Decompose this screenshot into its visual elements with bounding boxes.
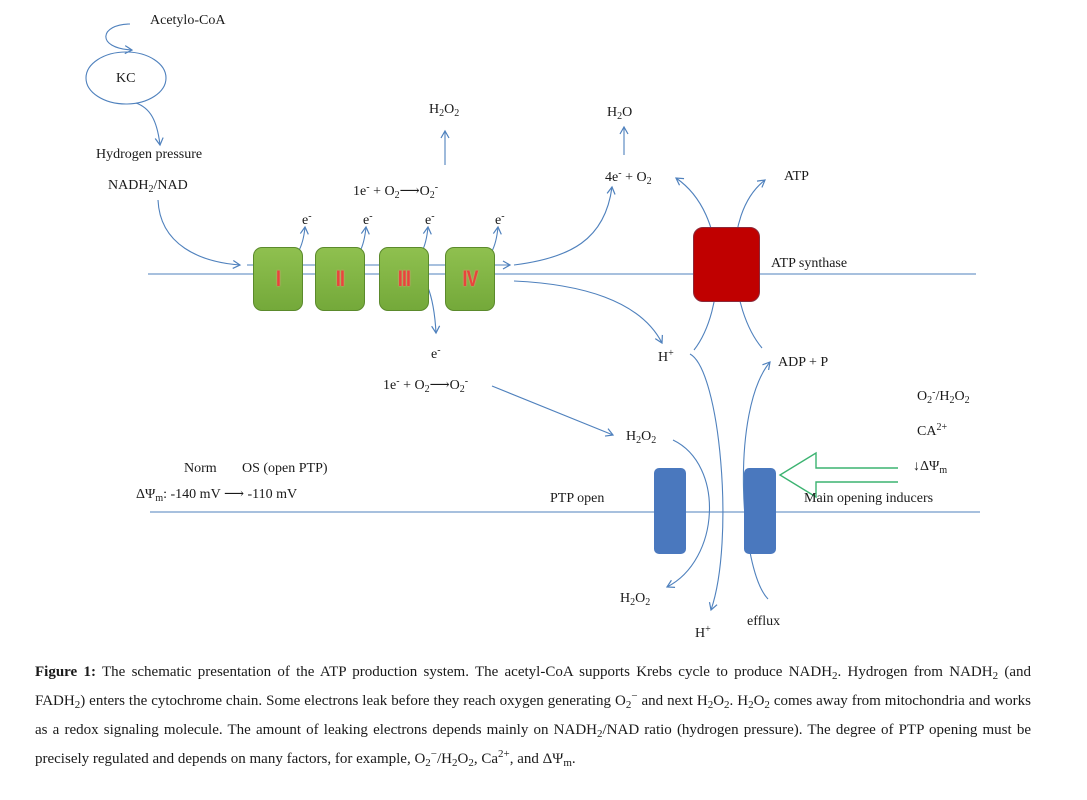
complex-i: I <box>253 247 303 311</box>
complex-ii: II <box>315 247 365 311</box>
adp-influx-arrow <box>742 361 771 600</box>
acetyl-coa-label: Acetylo-CoA <box>150 13 226 28</box>
superoxide-to-h2o2-arrow-bottom <box>491 385 615 437</box>
h2o2-label-top: H2O2 <box>429 102 460 119</box>
ptp-open-label: PTP open <box>550 491 605 506</box>
oxygen-reduction-label: 4e- + O2 <box>605 168 652 187</box>
inducer-arrow <box>778 451 898 499</box>
nadh-nad-ratio-label: NADH2/NAD <box>108 178 188 195</box>
main-opening-inducers-label: Main opening inducers <box>804 491 934 506</box>
krebs-output-arrow <box>135 102 164 147</box>
electron-label-down: e- <box>431 345 441 362</box>
atp-production-diagram: Acetylo-CoA KC Hydrogen pressure NADH2/N… <box>85 13 980 641</box>
complex-iv: IV <box>445 247 495 311</box>
water-label: H2O <box>607 105 633 122</box>
electron-label-ii: e- <box>363 211 373 228</box>
electron-to-oxygen-arrow <box>513 185 616 266</box>
krebs-cycle-label: KC <box>116 71 136 86</box>
atp-synthase-block <box>693 227 760 302</box>
superoxide-reaction-top: 1e- + O2⟶O2- <box>353 182 439 201</box>
nadh-input-arrow <box>157 199 242 270</box>
hydrogen-pressure-label: Hydrogen pressure <box>96 147 203 162</box>
os-label: OS (open PTP) <box>242 461 328 476</box>
acetyl-coa-arrow <box>105 23 134 55</box>
electron-label-iii: e- <box>425 211 435 228</box>
adp-p-label: ADP + P <box>778 355 829 370</box>
superoxide-reaction-bottom: 1e- + O2⟶O2- <box>383 376 469 395</box>
inducer-membrane-potential: ↓ΔΨm <box>913 459 948 476</box>
caption-prefix: Figure 1: <box>35 664 96 680</box>
norm-label: Norm <box>184 461 217 476</box>
complex-iii: III <box>379 247 429 311</box>
efflux-label: efflux <box>747 614 781 629</box>
electron-label-i: e- <box>302 211 312 228</box>
inducer-calcium: CA2+ <box>917 422 948 439</box>
diagram-connectors <box>85 23 980 612</box>
ptp-pore-right <box>744 468 776 554</box>
atp-label: ATP <box>784 169 809 184</box>
proton-efflux-arrow <box>689 353 724 612</box>
proton-pump-arrow <box>513 280 663 345</box>
electron-label-iv: e- <box>495 211 505 228</box>
ptp-pore-left <box>654 468 686 554</box>
h2o2-label-ptp-out: H2O2 <box>620 591 651 608</box>
figure-caption: Figure 1: The schematic presentation of … <box>35 664 1031 769</box>
atp-synthase-label: ATP synthase <box>771 256 848 271</box>
inducer-superoxide: O2-/H2O2 <box>917 387 970 406</box>
proton-label-top: H+ <box>658 348 674 365</box>
membrane-potential-values: ΔΨm: -140 mV ⟶ -110 mV <box>136 487 298 504</box>
proton-label-bottom: H+ <box>695 624 711 641</box>
h2o2-label-ptp-in: H2O2 <box>626 429 657 446</box>
h2o2-efflux-arrow <box>665 439 711 588</box>
